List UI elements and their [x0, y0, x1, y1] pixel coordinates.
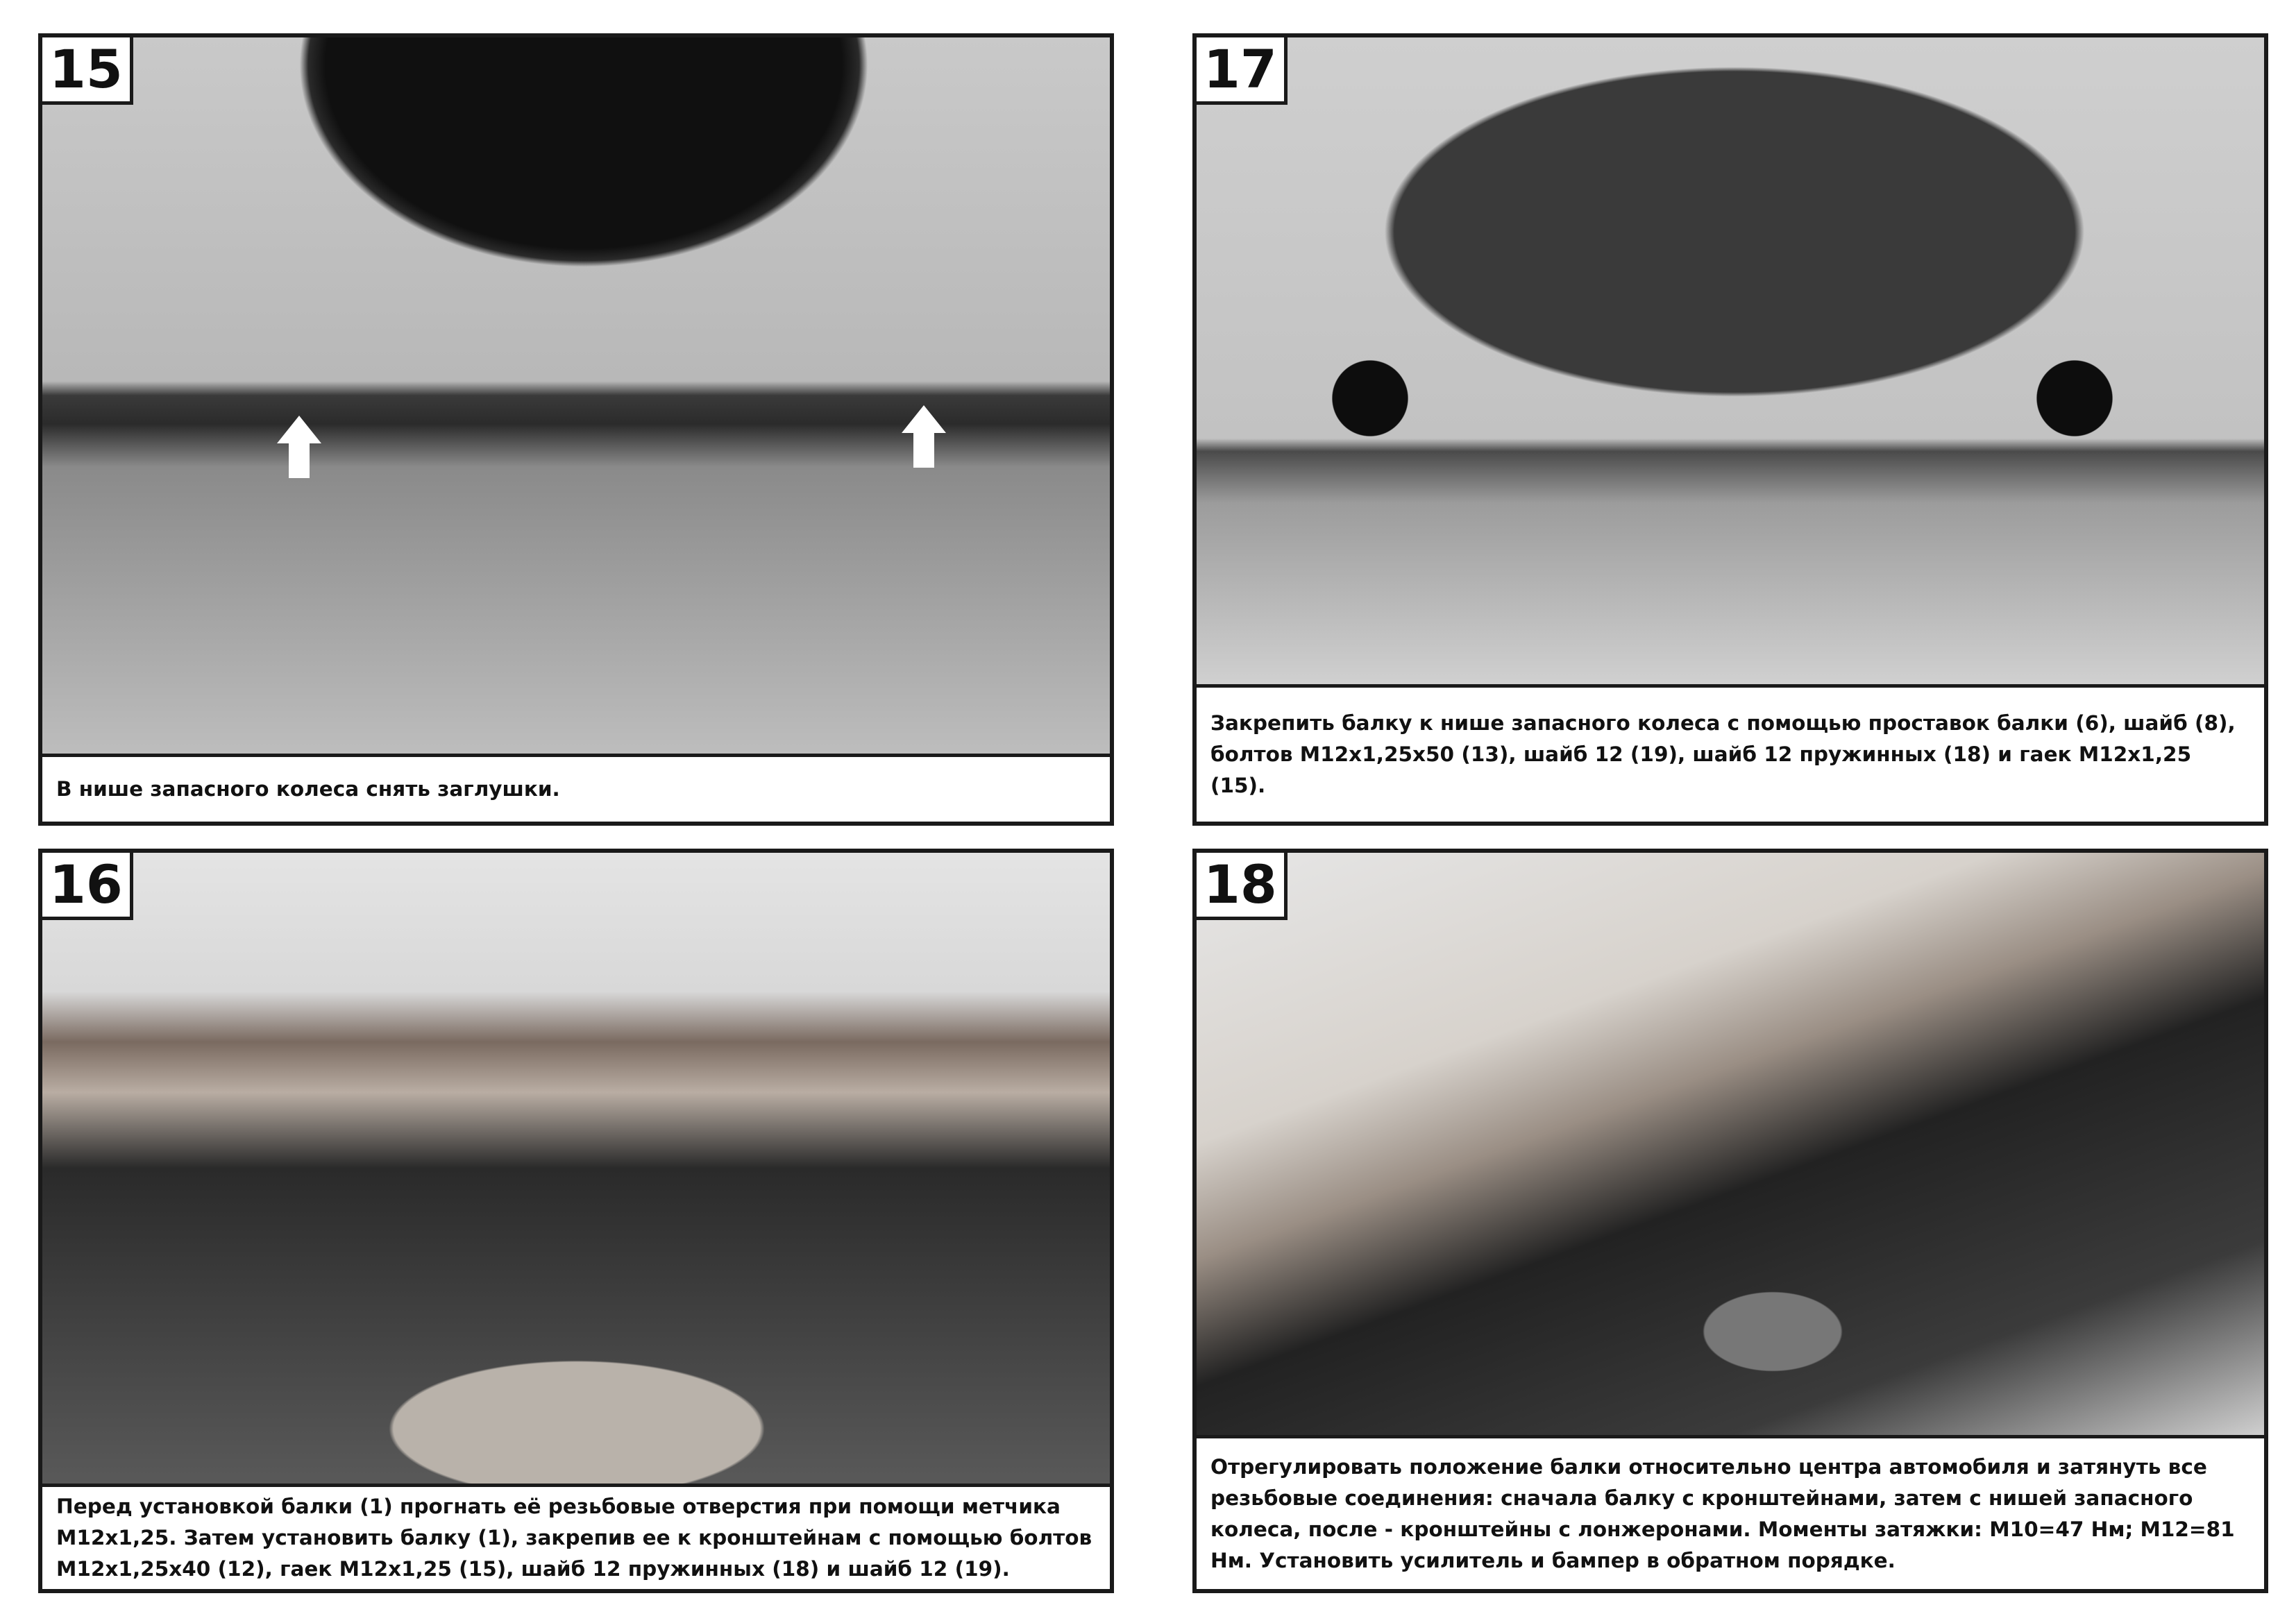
step-panel-16: 16 Перед установкой балки (1) прогнать е… [38, 849, 1114, 1593]
caption-text: Отрегулировать положение балки относител… [1210, 1454, 2235, 1572]
step-panel-15: 15 В нише запасного колеса снять заглушк… [38, 33, 1114, 826]
tightened-towbar-photo [1197, 853, 2264, 1435]
step-number: 16 [42, 853, 133, 920]
step-caption: Закрепить балку к нише запасного колеса … [1197, 684, 2264, 822]
step-caption: Отрегулировать положение балки относител… [1197, 1435, 2264, 1589]
caption-text: Закрепить балку к нише запасного колеса … [1210, 711, 2236, 797]
step-caption: Перед установкой балки (1) прогнать её р… [42, 1484, 1110, 1589]
beam-installation-photo [42, 853, 1110, 1484]
caption-text: Перед установкой балки (1) прогнать её р… [56, 1495, 1092, 1581]
arrow-up-icon [902, 405, 946, 433]
step-panel-18: 18 Отрегулировать положение балки относи… [1192, 849, 2268, 1593]
mounted-spacers-photo [1197, 37, 2264, 684]
step-number: 17 [1197, 37, 1288, 105]
spare-wheel-niche-photo [42, 37, 1110, 754]
arrow-stem [913, 433, 934, 468]
step-number: 18 [1197, 853, 1288, 920]
step-panel-17: 17 Закрепить балку к нише запасного коле… [1192, 33, 2268, 826]
step-caption: В нише запасного колеса снять заглушки. [42, 754, 1110, 822]
arrow-stem [289, 443, 310, 478]
caption-text: В нише запасного колеса снять заглушки. [56, 777, 560, 801]
step-number: 15 [42, 37, 133, 105]
arrow-up-icon [277, 416, 321, 443]
